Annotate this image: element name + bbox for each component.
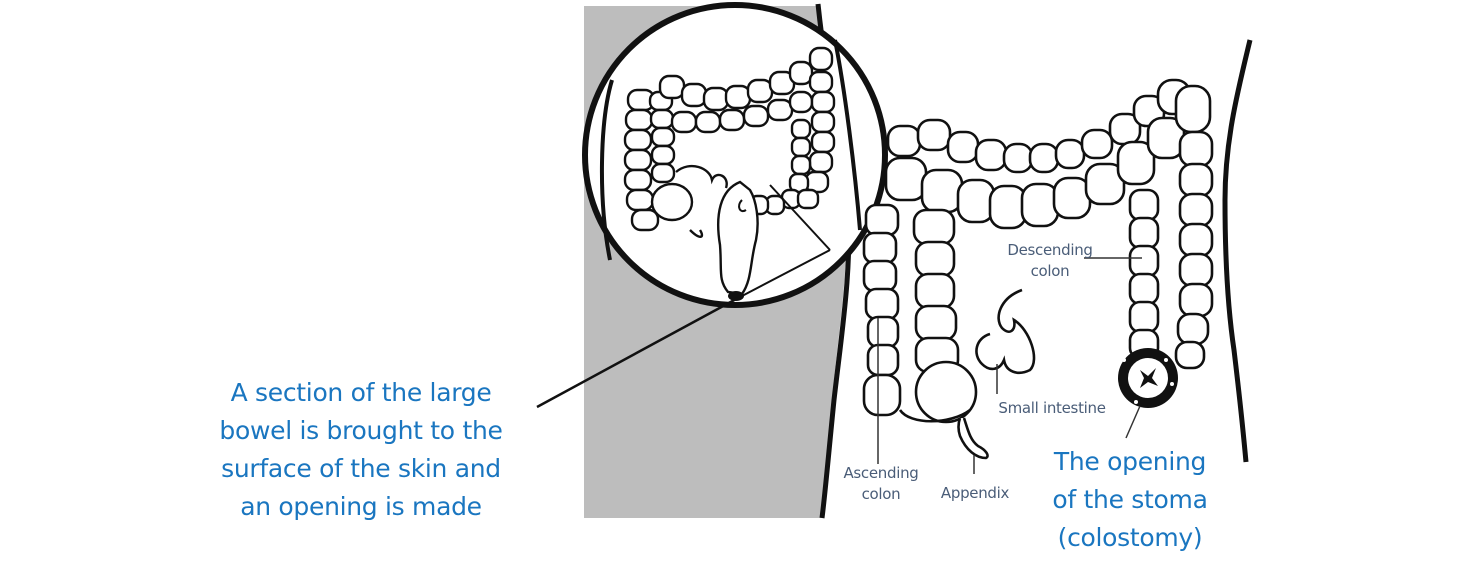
stoma-callout: The opening of the stoma (colostomy)	[1030, 443, 1230, 557]
label-ascending-colon: Ascending colon	[826, 463, 936, 505]
section-callout-pointer	[536, 296, 739, 409]
appendix	[957, 417, 989, 460]
section-callout: A section of the large bowel is brought …	[186, 374, 536, 526]
main-colon	[862, 78, 1214, 424]
stoma-opening	[1118, 348, 1178, 408]
small-intestine	[975, 288, 1036, 374]
magnified-colon	[623, 46, 836, 232]
label-descending-colon: Descending colon	[990, 240, 1110, 282]
stoma-point-magnified	[728, 291, 744, 301]
label-appendix-line-1: Appendix	[940, 484, 1010, 502]
stoma-callout-line-1: The opening	[1053, 447, 1207, 476]
section-callout-line-1: A section of the large	[230, 378, 492, 407]
label-ascending-colon-line-2: colon	[861, 485, 901, 503]
label-descending-colon-line-2: colon	[1030, 262, 1070, 280]
section-callout-line-2: bowel is brought to the	[219, 416, 503, 445]
stoma-callout-line-3: (colostomy)	[1057, 523, 1203, 552]
label-small-intestine: Small intestine	[982, 398, 1122, 419]
label-ascending-colon-line-1: Ascending	[843, 464, 919, 482]
section-callout-line-3: surface of the skin and	[221, 454, 501, 483]
stoma-callout-line-2: of the stoma	[1052, 485, 1208, 514]
section-callout-line-4: an opening is made	[240, 492, 482, 521]
label-appendix: Appendix	[928, 483, 1022, 504]
label-small-intestine-line-1: Small intestine	[998, 399, 1106, 417]
label-descending-colon-line-1: Descending	[1007, 241, 1093, 259]
body-outline-right	[1222, 39, 1253, 463]
